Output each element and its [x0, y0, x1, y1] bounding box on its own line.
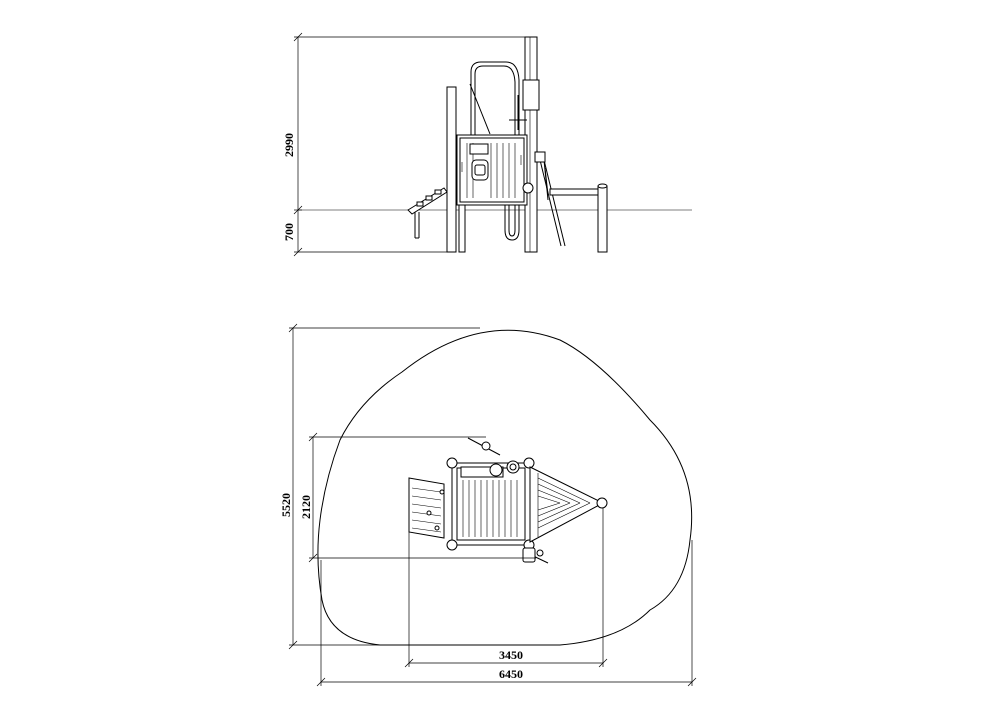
ship-bow: [529, 466, 608, 543]
climbing-ramp: [407, 187, 448, 239]
elevation-dimensions: 2990 700: [282, 32, 530, 257]
dim-equipment-depth-label: 2120: [299, 495, 313, 519]
dim-height-label: 2990: [282, 133, 296, 157]
cabin-panel: [456, 134, 534, 206]
dim-equipment-width-label: 3450: [499, 648, 523, 662]
safety-zone-outline: [317, 329, 693, 646]
spyglass: [534, 151, 566, 247]
bench: [549, 183, 608, 253]
mast-post: [522, 36, 540, 253]
dim-depth-label: 700: [282, 223, 296, 241]
spyglass-plan: [467, 437, 549, 564]
left-post: [446, 86, 457, 253]
climbing-net: [408, 477, 445, 539]
side-elevation-view: 2990 700: [282, 32, 692, 257]
plan-view: 5520 2120 3450 6450: [279, 323, 697, 687]
center-supports: [458, 204, 520, 253]
main-deck: [446, 457, 535, 551]
steering-frame: [469, 61, 527, 138]
dim-total-width-label: 6450: [499, 667, 523, 681]
dim-total-depth-label: 5520: [279, 493, 293, 517]
plan-dimensions: 5520 2120 3450 6450: [279, 323, 697, 687]
